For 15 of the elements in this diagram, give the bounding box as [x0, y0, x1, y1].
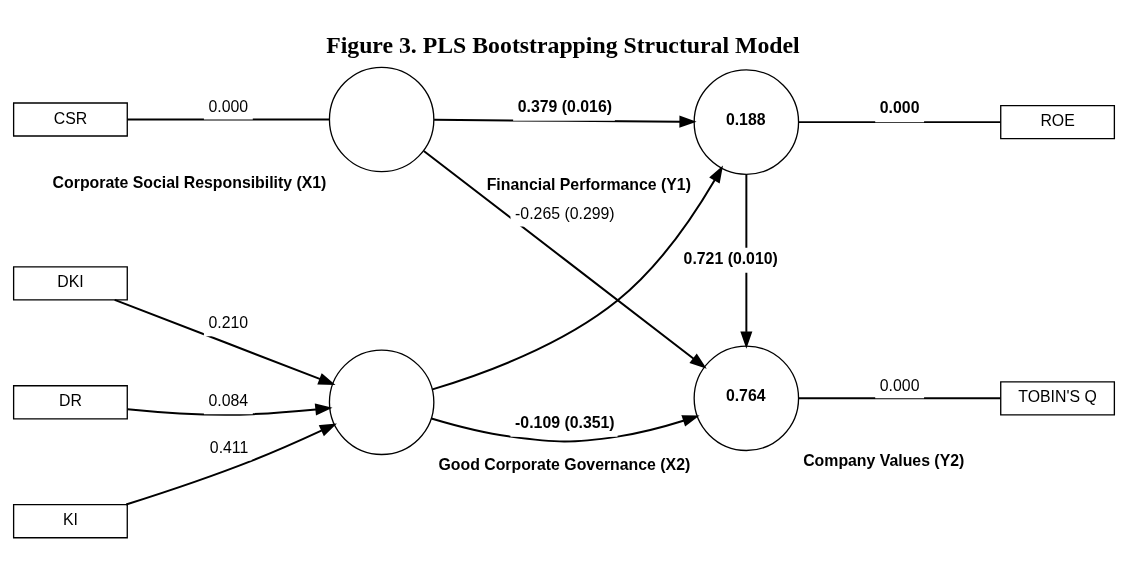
edge-label: 0.000: [208, 97, 249, 115]
edge-label: 0.411: [209, 438, 249, 456]
node-label: Good Corporate Governance (X2): [438, 456, 691, 474]
node-label: Corporate Social Responsibility (X1): [52, 173, 327, 191]
edge-label: 0.000: [879, 376, 920, 394]
edge-label: -0.265 (0.299): [515, 204, 615, 222]
node-label: Company Values (Y2): [803, 452, 965, 470]
edge-label: 0.379 (0.016): [517, 97, 613, 115]
edge-label: 0.721 (0.010): [683, 249, 778, 267]
edge-label: -0.109 (0.351): [515, 413, 615, 431]
node-label: Financial Performance (Y1): [486, 176, 691, 194]
edge-label: 0.210: [208, 314, 249, 332]
edge-label: 0.084: [208, 392, 249, 410]
diagram-title: Figure 3. PLS Bootstrapping Structural Model: [326, 32, 800, 59]
edge-label: 0.000: [879, 99, 920, 117]
